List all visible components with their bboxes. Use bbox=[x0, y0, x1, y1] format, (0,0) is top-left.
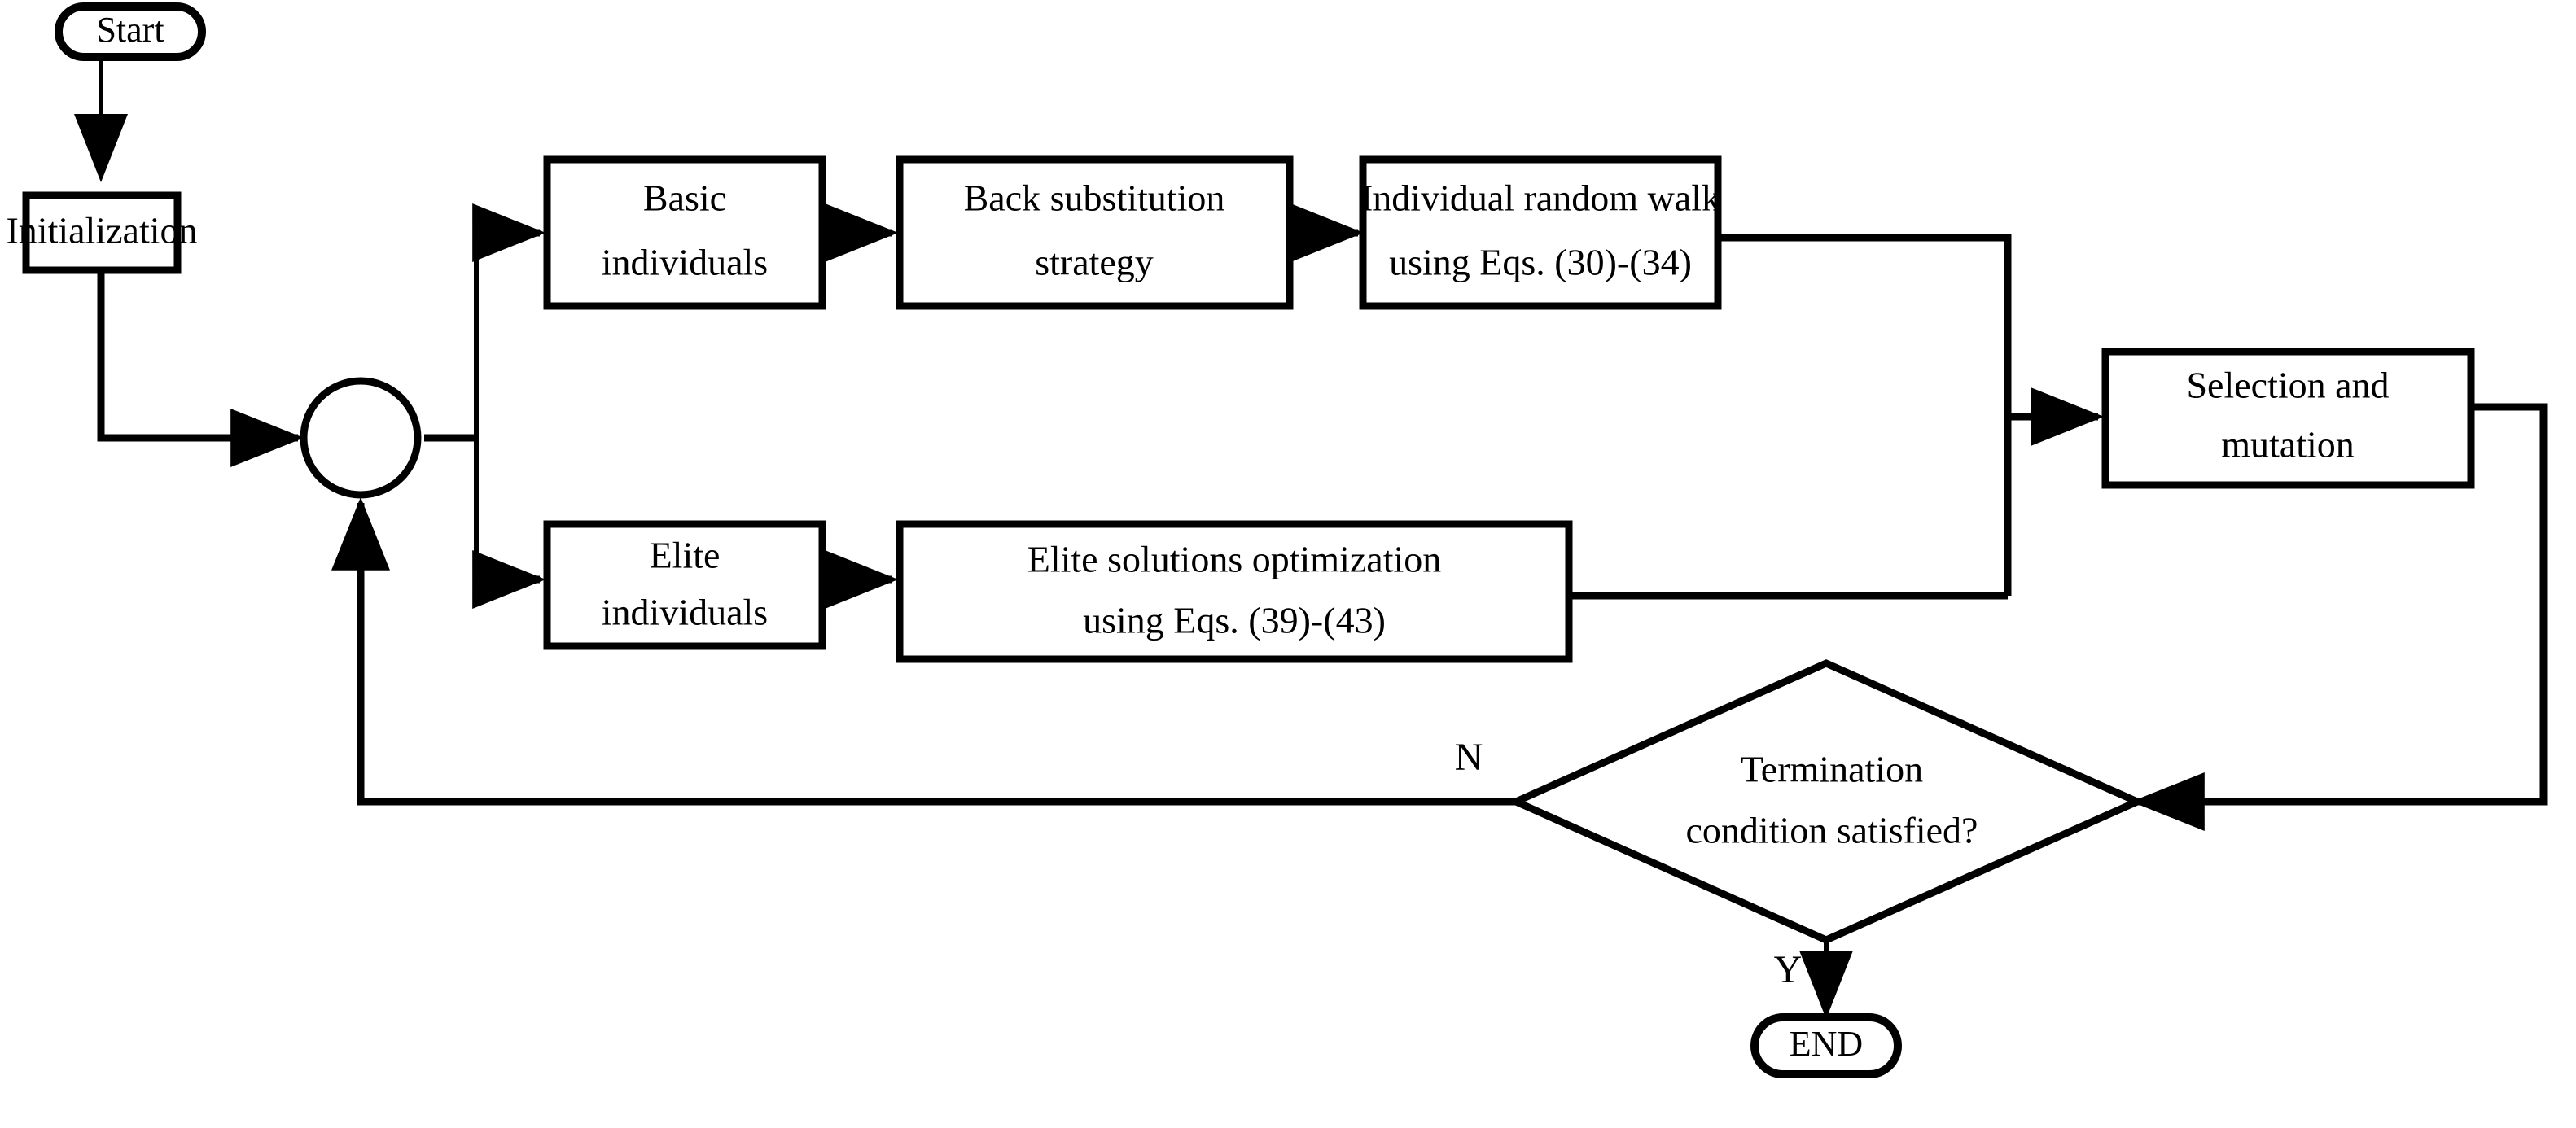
node-end[interactable]: END bbox=[1750, 1013, 1902, 1078]
node-elite-solutions-line1: Elite solutions optimization bbox=[1027, 539, 1442, 580]
node-individual-random-walk-line2: using Eqs. (30)-(34) bbox=[1389, 242, 1692, 283]
node-start-label: Start bbox=[96, 10, 164, 50]
node-back-substitution-line2: strategy bbox=[1035, 242, 1154, 283]
node-junction[interactable] bbox=[300, 377, 422, 499]
node-termination-condition-line1: Termination bbox=[1741, 749, 1923, 790]
node-elite-individuals-line1: Elite bbox=[650, 535, 721, 576]
node-basic-individuals-line2: individuals bbox=[602, 242, 768, 283]
node-initialization[interactable]: Initialization bbox=[6, 191, 198, 274]
node-basic-individuals-line1: Basic bbox=[643, 177, 726, 219]
edge-termination-no-to-junction bbox=[331, 496, 1516, 806]
node-basic-individuals[interactable]: Basic individuals bbox=[543, 155, 826, 310]
edge-label-no-text: N bbox=[1455, 736, 1483, 779]
edge-label-yes-text: Y bbox=[1774, 948, 1803, 991]
edge-label-yes: Y bbox=[1774, 948, 1803, 991]
node-individual-random-walk-line1: Individual random walk bbox=[1360, 177, 1720, 219]
node-elite-solutions-optimization[interactable]: Elite solutions optimization using Eqs. … bbox=[896, 520, 1573, 663]
node-initialization-label: Initialization bbox=[6, 210, 197, 251]
edge-selection-to-termination bbox=[2131, 403, 2548, 831]
node-selection-and-mutation-line1: Selection and bbox=[2186, 365, 2389, 406]
node-selection-and-mutation[interactable]: Selection and mutation bbox=[2101, 348, 2475, 489]
node-elite-individuals-line2: individuals bbox=[602, 592, 768, 633]
node-individual-random-walk[interactable]: Individual random walk using Eqs. (30)-(… bbox=[1359, 155, 1722, 310]
edge-random-walk-to-merge-rail bbox=[1718, 234, 2012, 596]
node-back-substitution[interactable]: Back substitution strategy bbox=[896, 155, 1294, 310]
node-termination-condition[interactable]: Termination condition satisfied? bbox=[1506, 659, 2147, 944]
node-elite-solutions-line2: using Eqs. (39)-(43) bbox=[1083, 600, 1386, 641]
node-selection-and-mutation-line2: mutation bbox=[2221, 424, 2355, 466]
node-start[interactable]: Start bbox=[55, 2, 206, 61]
node-back-substitution-line1: Back substitution bbox=[964, 177, 1225, 219]
edge-label-no: N bbox=[1455, 736, 1483, 779]
node-termination-condition-line2: condition satisfied? bbox=[1686, 810, 1978, 851]
edge-initialization-to-junction bbox=[97, 270, 304, 467]
node-end-label: END bbox=[1790, 1024, 1863, 1064]
node-elite-individuals[interactable]: Elite individuals bbox=[543, 520, 826, 650]
